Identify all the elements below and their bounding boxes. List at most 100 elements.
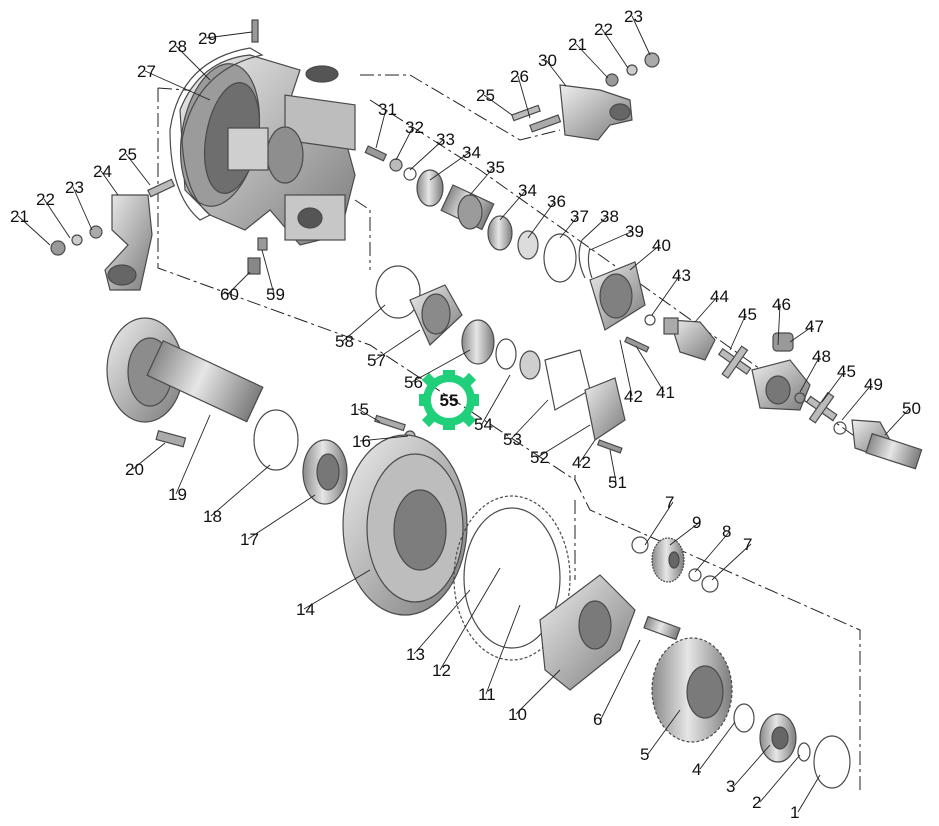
- callout-34: 34: [518, 181, 537, 200]
- pin-25-left: [147, 178, 176, 198]
- callout-22: 22: [36, 190, 55, 209]
- callout-16: 16: [352, 432, 371, 451]
- callout-28: 28: [168, 37, 187, 56]
- callout-54: 54: [474, 415, 493, 434]
- callout-36: 36: [547, 192, 566, 211]
- leader-line: [537, 424, 591, 458]
- bolt-41: [624, 336, 650, 353]
- callout-26: 26: [510, 67, 529, 86]
- circlip-38: [578, 239, 586, 279]
- callout-51: 51: [608, 473, 627, 492]
- callout-29: 29: [198, 29, 217, 48]
- cross-45-lower: [805, 391, 838, 424]
- steering-arm-30: [559, 84, 633, 141]
- leader-line: [694, 295, 719, 323]
- leader-line: [205, 31, 253, 39]
- bolt-29: [251, 19, 259, 43]
- ring-48: [794, 392, 806, 404]
- callout-30: 30: [538, 51, 557, 70]
- callout-52: 52: [530, 448, 549, 467]
- leader-line: [175, 45, 211, 81]
- leader-line: [669, 521, 701, 546]
- planet-carrier-10: [539, 574, 636, 691]
- callout-6: 6: [593, 710, 602, 729]
- leader-line: [635, 345, 665, 393]
- washer-22-left: [71, 234, 83, 246]
- callout-55: 55: [440, 391, 459, 410]
- leader-line: [357, 408, 381, 423]
- pin-26: [529, 114, 562, 133]
- callout-7: 7: [665, 493, 674, 512]
- callout-60: 60: [220, 285, 239, 304]
- leader-line: [821, 370, 846, 403]
- gear-icon[interactable]: 55: [419, 370, 479, 430]
- pin-6: [643, 615, 681, 641]
- callout-56: 56: [404, 373, 423, 392]
- callout-7: 7: [743, 535, 752, 554]
- planet-gear-9: [651, 537, 685, 583]
- bearing-cover-40: [589, 261, 646, 331]
- leader-line: [144, 70, 211, 101]
- leader-line: [711, 543, 752, 581]
- leader-line: [132, 442, 166, 470]
- cross-45-upper: [717, 345, 752, 379]
- washer-22-right: [626, 64, 638, 76]
- leader-line: [72, 186, 93, 231]
- leader-line: [527, 200, 556, 239]
- pin-25-right: [511, 104, 541, 122]
- hub-19: [106, 317, 264, 423]
- callout-23: 23: [65, 178, 84, 197]
- leader-line: [374, 329, 421, 361]
- plug-60: [247, 257, 261, 275]
- leader-line: [759, 754, 801, 803]
- callout-48: 48: [812, 347, 831, 366]
- callout-15: 15: [350, 400, 369, 419]
- callout-23: 23: [624, 7, 643, 26]
- callout-50: 50: [902, 399, 921, 418]
- callout-3: 3: [726, 777, 735, 796]
- bolt-51: [596, 439, 623, 454]
- callout-12: 12: [432, 661, 451, 680]
- callout-4: 4: [692, 760, 701, 779]
- callout-42: 42: [572, 453, 591, 472]
- leader-line: [729, 313, 747, 351]
- callout-37: 37: [570, 207, 589, 226]
- leader-line: [517, 75, 531, 119]
- leader-line: [247, 494, 316, 540]
- bearing-3: [759, 713, 797, 763]
- plug-59: [257, 237, 268, 251]
- shaft-50: [851, 419, 923, 470]
- callout-2: 2: [752, 793, 761, 812]
- leader-line: [600, 639, 641, 720]
- bolt-31: [364, 145, 388, 162]
- leader-line: [100, 170, 119, 196]
- callout-39: 39: [625, 222, 644, 241]
- callout-10: 10: [508, 705, 527, 724]
- callout-34: 34: [462, 143, 481, 162]
- callout-22: 22: [594, 20, 613, 39]
- bearing-34-upper: [416, 169, 444, 207]
- leader-line: [581, 215, 609, 241]
- callout-43: 43: [672, 266, 691, 285]
- washer-32: [389, 158, 403, 172]
- callout-45: 45: [738, 305, 757, 324]
- leader-line: [175, 414, 211, 495]
- callout-27: 27: [137, 62, 156, 81]
- callout-11: 11: [478, 685, 496, 704]
- ring-36: [517, 230, 539, 260]
- bolt-15: [374, 414, 406, 432]
- leader-line: [579, 439, 596, 463]
- washer-23-right: [644, 52, 660, 68]
- callout-20: 20: [125, 460, 144, 479]
- leader-line: [884, 407, 911, 436]
- bolt-20: [155, 430, 187, 448]
- pinion-35: [440, 184, 495, 231]
- callout-25: 25: [476, 86, 495, 105]
- leader-line: [631, 15, 651, 56]
- leader-line: [733, 744, 771, 787]
- leader-line: [515, 669, 561, 715]
- bearing-17-bore: [316, 453, 340, 491]
- leader-line: [413, 589, 471, 655]
- wheel-housing-14: [342, 434, 468, 616]
